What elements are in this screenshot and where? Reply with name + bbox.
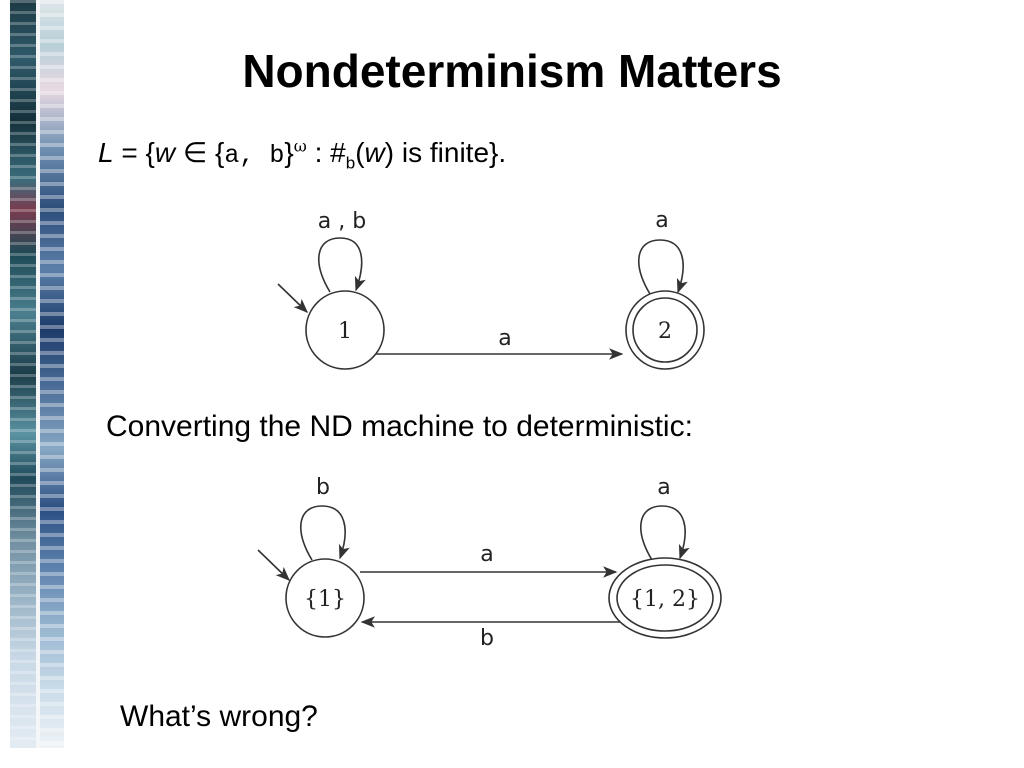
decorative-strip-left <box>10 0 36 748</box>
slide-title: Nondeterminism Matters <box>242 45 782 97</box>
def-w: w <box>154 137 176 168</box>
d-state-12 <box>616 564 714 632</box>
def-close: } <box>284 137 294 168</box>
def-omega: ω <box>293 136 307 156</box>
d-edge-12-12-label: a <box>657 475 670 500</box>
nd-edge-1-1 <box>318 237 366 293</box>
def-colon: : # <box>306 137 346 168</box>
d-edge-12-1-label: b <box>480 626 494 651</box>
nd-state-1-label: 1 <box>338 319 352 344</box>
nd-state-1 <box>305 290 385 370</box>
question-text: What’s wrong? <box>120 700 318 733</box>
def-alphabet: a, b <box>224 141 285 170</box>
d-start-arrow <box>257 549 291 582</box>
nd-state-2 <box>632 297 698 363</box>
d-edge-1-1 <box>300 505 350 561</box>
nd-state-2-label: 2 <box>658 319 672 344</box>
nd-edge-1-1-label: a , b <box>318 209 366 234</box>
def-open-paren: ( <box>355 137 365 168</box>
d-edge-1-12-label: a <box>480 542 493 567</box>
d-edge-1-1-label: b <box>316 475 330 500</box>
def-rest: ) is finite}. <box>384 137 507 168</box>
strip-divider <box>36 0 40 748</box>
nd-edge-2-2 <box>638 239 688 295</box>
language-definition: L = {w ∈ {a, b}ω : #b(w) is finite}. <box>98 136 506 174</box>
nd-start-arrow <box>277 283 309 314</box>
decorative-strip-right <box>40 0 64 748</box>
def-L: L <box>98 137 114 168</box>
def-eq: = { <box>113 137 155 168</box>
def-in: ∈ { <box>175 137 225 168</box>
nd-edge-2-2-label: a <box>655 208 668 233</box>
def-w2: w <box>364 137 385 168</box>
d-edge-12-12 <box>640 505 690 561</box>
converting-caption: Converting the ND machine to determinist… <box>106 410 693 443</box>
nd-edge-1-2-label: a <box>498 326 511 351</box>
d-state-1-label: {1} <box>304 587 346 612</box>
d-state-1 <box>285 558 365 638</box>
d-state-12-label: {1, 2} <box>630 587 700 612</box>
def-sub-b: b <box>345 153 356 173</box>
